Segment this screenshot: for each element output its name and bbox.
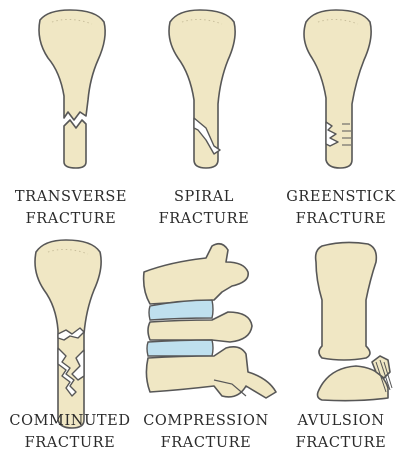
comminuted-fracture-illustration [35, 240, 101, 428]
avulsion-fracture-illustration [316, 242, 392, 400]
spiral-bone [169, 10, 235, 168]
avulsion-bone-upper [316, 242, 377, 360]
intervertebral-disc-lower [147, 340, 213, 356]
vertebra-upper [144, 244, 249, 304]
greenstick-bone [304, 10, 371, 168]
greenstick-fracture-illustration [304, 10, 371, 168]
compression-fracture-illustration [144, 244, 276, 398]
transverse-bone-lower [64, 120, 86, 168]
transverse-bone-upper [39, 10, 105, 120]
spiral-fracture-illustration [169, 10, 235, 168]
transverse-fracture-illustration [39, 10, 105, 168]
